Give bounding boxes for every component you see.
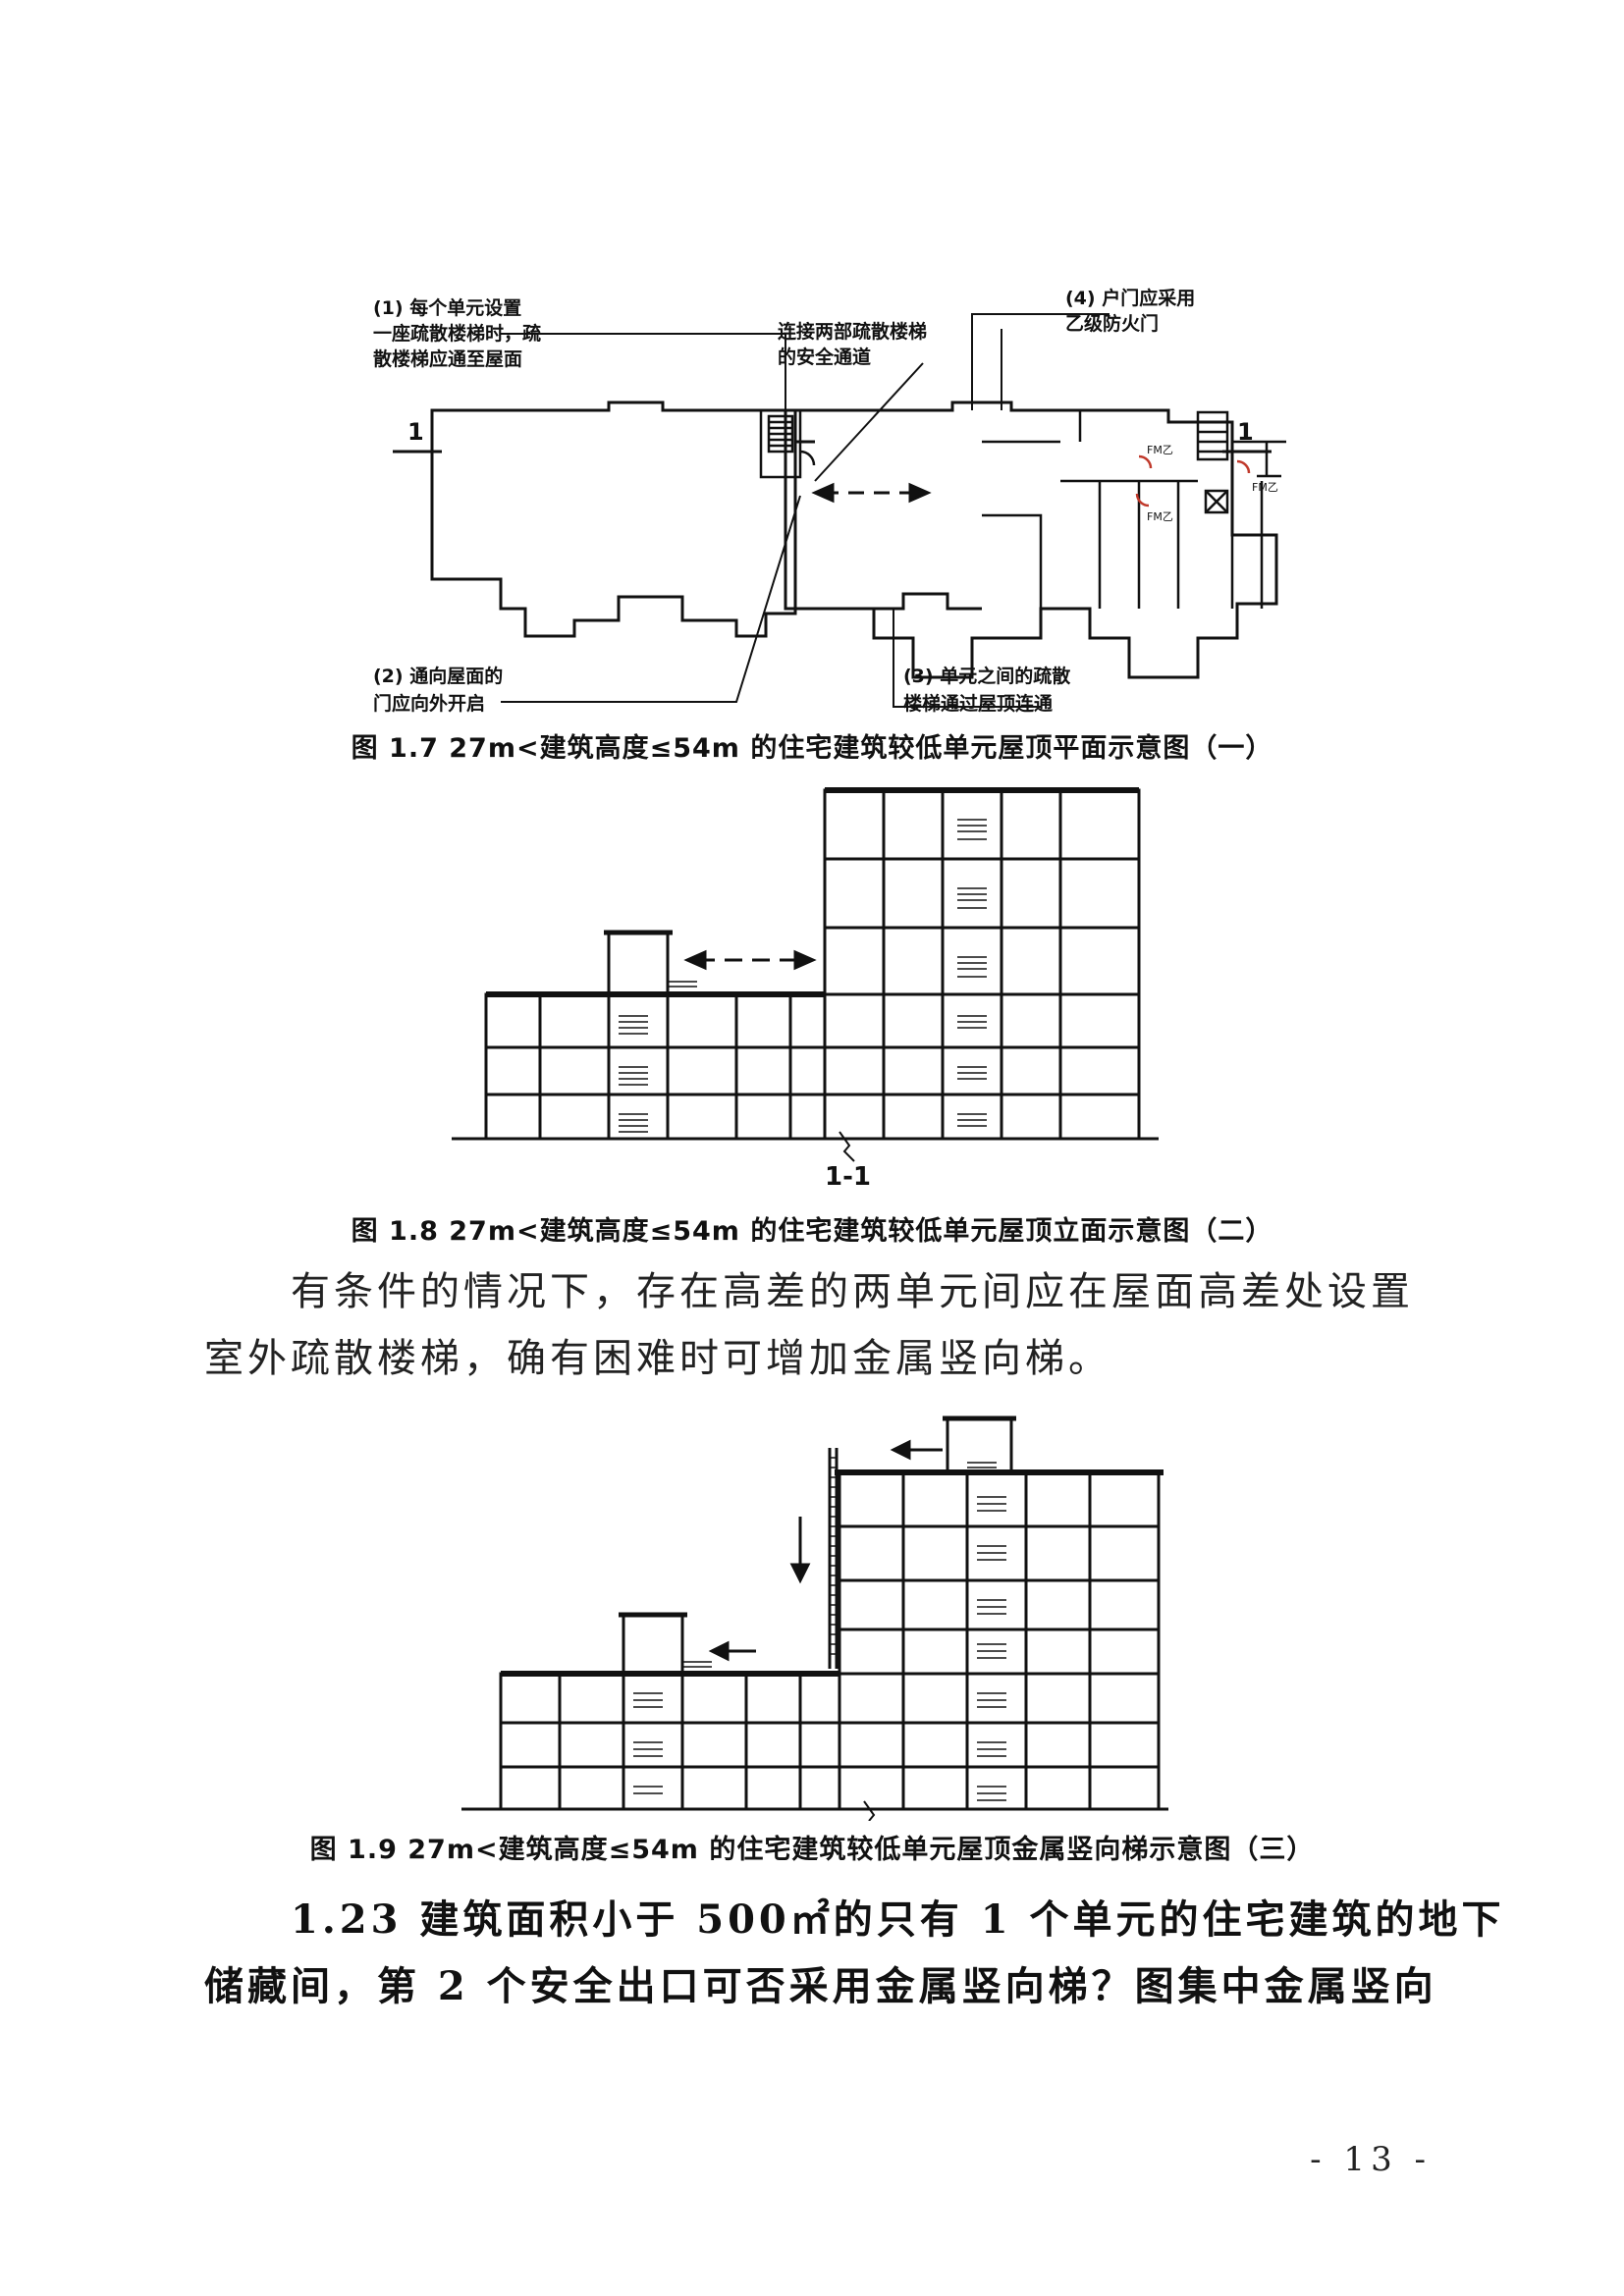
note2-line2: 门应向外开启 — [373, 692, 485, 715]
svg-text:连接两部疏散楼梯 的安全通道: 连接两部疏散楼梯 的安全通道 — [778, 320, 934, 368]
note1-line3: 散楼梯应通至屋面 — [373, 347, 522, 370]
note2-line1: (2) 通向屋面的 — [373, 665, 503, 687]
figure-1-9-caption: 图 1.9 27m<建筑高度≤54m 的住宅建筑较低单元屋顶金属竖向梯示意图（三… — [309, 1835, 1315, 1865]
section-label-1-1: 1-1 — [825, 1162, 871, 1192]
ladder-elevation-drawing — [461, 1415, 1168, 1821]
svg-text:(4) 户门应采用 乙级防火门: (4) 户门应采用 乙级防火门 — [1065, 287, 1202, 335]
note1-line1: (1) 每个单元设置 — [373, 296, 521, 319]
svg-text:(3) 单元之间的疏散 楼梯通过屋顶连通: (3) 单元之间的疏散 楼梯通过屋顶连通 — [903, 665, 1077, 715]
svg-text:(2) 通向屋面的 门应向外开启: (2) 通向屋面的 门应向外开启 — [373, 665, 510, 715]
svg-text:(1) 每个单元设置 一座疏散楼梯时，疏: (1) 每个单元设置 一座疏散楼梯时，疏 散楼梯应通至屋面 — [373, 296, 548, 370]
paragraph-2: 1.23 建筑面积小于 500㎡的只有 1 个单元的住宅建筑的地下 储藏间，第 … — [204, 1887, 1505, 2020]
paragraph-2-line1: 1.23 建筑面积小于 500㎡的只有 1 个单元的住宅建筑的地下 — [291, 1896, 1505, 1943]
figure-1-8-elevation: 1-1 — [452, 780, 1198, 1193]
roof-plan-drawing: FM乙 FM乙 FM乙 1 1 (1) 每个单元设置 一座疏散楼梯时，疏 — [373, 287, 1286, 715]
section-mark-right: 1 — [1237, 418, 1254, 446]
door-label-2: FM乙 — [1147, 510, 1173, 523]
page-number: - 13 - — [1310, 2140, 1432, 2179]
figure-1-7-caption: 图 1.7 27m<建筑高度≤54m 的住宅建筑较低单元屋顶平面示意图（一） — [351, 733, 1273, 764]
paragraph-2-line2: 储藏间，第 2 个安全出口可否采用金属竖向梯？图集中金属竖向 — [204, 1963, 1437, 2009]
door-label-1: FM乙 — [1147, 444, 1173, 456]
note-passage-line2: 的安全通道 — [778, 346, 871, 368]
figure-1-9-elevation — [461, 1409, 1208, 1821]
note1-line2: 一座疏散楼梯时，疏 — [373, 322, 541, 345]
elevation-drawing: 1-1 — [452, 787, 1159, 1192]
section-mark-left: 1 — [407, 418, 424, 446]
note3-line2: 楼梯通过屋顶连通 — [903, 692, 1054, 715]
note4-line1: (4) 户门应采用 — [1065, 287, 1195, 309]
note3-line1: (3) 单元之间的疏散 — [903, 665, 1070, 687]
paragraph-1-line2: 室外疏散楼梯，确有困难时可增加金属竖向梯。 — [204, 1336, 1111, 1381]
note-passage-line1: 连接两部疏散楼梯 — [778, 320, 927, 343]
figure-1-7-plan: FM乙 FM乙 FM乙 1 1 (1) 每个单元设置 一座疏散楼梯时，疏 — [353, 285, 1286, 726]
paragraph-1-line1: 有条件的情况下，存在高差的两单元间应在屋面高差处设置 — [291, 1269, 1414, 1314]
figure-1-8-caption: 图 1.8 27m<建筑高度≤54m 的住宅建筑较低单元屋顶立面示意图（二） — [351, 1216, 1273, 1247]
note4-line2: 乙级防火门 — [1065, 312, 1159, 335]
paragraph-1: 有条件的情况下，存在高差的两单元间应在屋面高差处设置 室外疏散楼梯，确有困难时可… — [204, 1258, 1432, 1392]
door-label-3: FM乙 — [1252, 481, 1278, 494]
